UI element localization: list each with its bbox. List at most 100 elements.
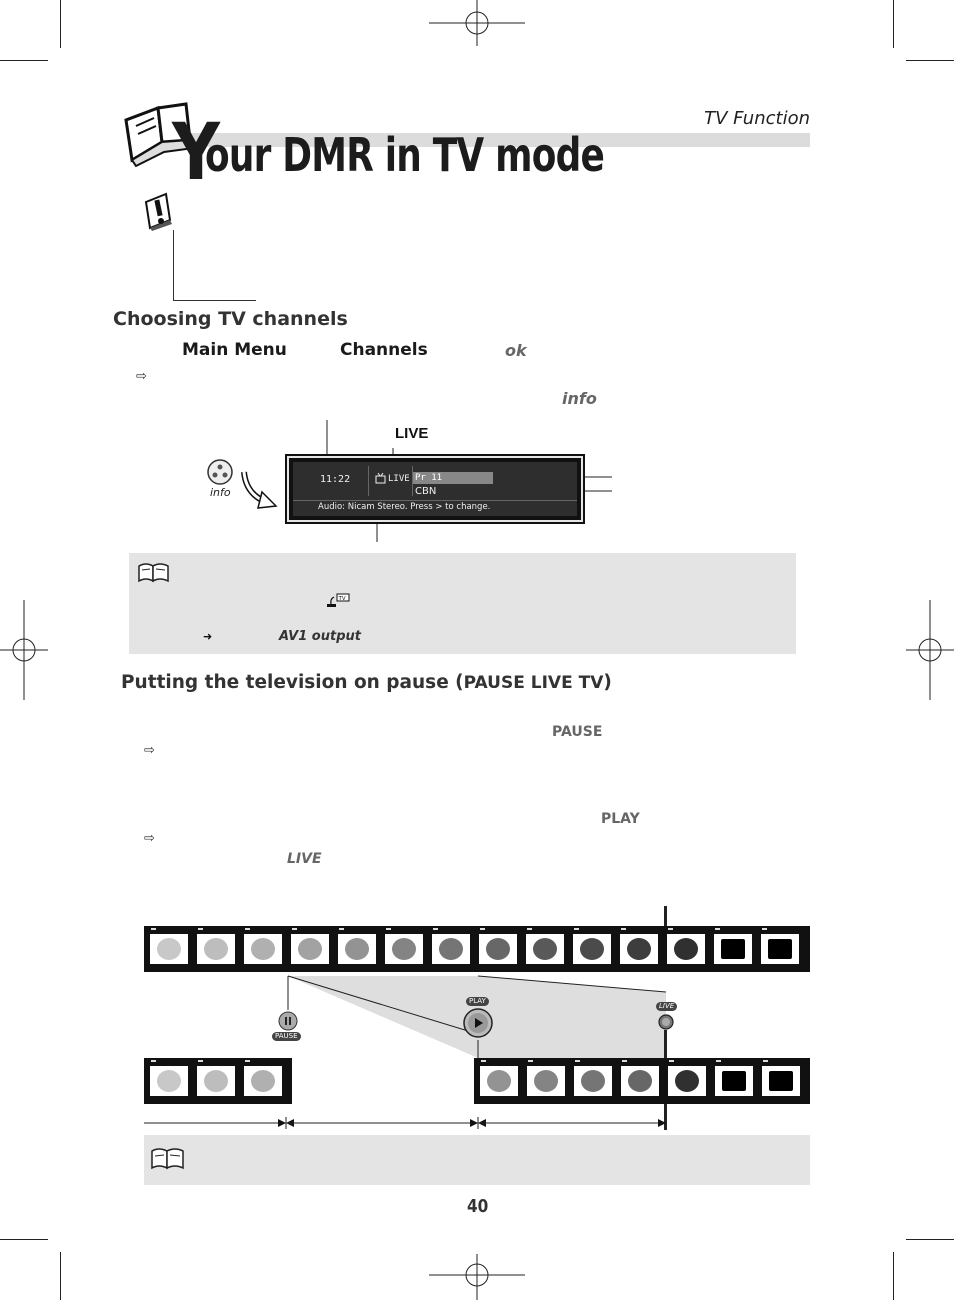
svg-text:TV: TV <box>338 596 346 602</box>
sprocket-mark <box>386 928 391 930</box>
film-frame <box>574 1066 612 1096</box>
film-frame <box>762 1066 800 1096</box>
crop-mark <box>906 1239 954 1240</box>
open-book-icon <box>138 563 169 583</box>
sprocket-mark <box>245 928 250 930</box>
osd-time: 11:22 <box>320 474 351 485</box>
film-frame <box>621 1066 659 1096</box>
frame-picture <box>204 938 228 960</box>
note-box-timeline <box>144 1135 810 1185</box>
film-frame <box>432 934 470 964</box>
result-arrow-icon: ⇨ <box>144 743 155 758</box>
frame-picture <box>298 938 322 960</box>
open-book-icon <box>124 102 196 168</box>
menu-main-label: Main Menu <box>182 340 287 360</box>
tv-source-icon: TV <box>327 593 350 607</box>
registration-mark-top <box>429 0 525 46</box>
film-frame <box>338 934 376 964</box>
frame-picture <box>533 938 557 960</box>
osd-divider <box>368 466 369 496</box>
film-frame <box>197 1066 235 1096</box>
film-frame <box>150 934 188 964</box>
curved-arrow-icon <box>241 471 278 509</box>
frame-picture <box>534 1070 558 1092</box>
section-heading-channels: Choosing TV channels <box>113 308 348 330</box>
filmstrip-live <box>144 926 810 972</box>
callout-live: LIVE <box>395 425 429 442</box>
header-bar <box>180 133 810 147</box>
note-box-av1: TV ➜ AV1 output <box>129 553 796 654</box>
crop-mark <box>893 0 894 48</box>
arrow-icon: ➜ <box>203 630 213 643</box>
osd-inner: 11:22 LIVE Pr 11 CBN Audio: Nicam Stereo… <box>293 462 577 516</box>
frame-picture <box>675 1070 699 1092</box>
sprocket-mark <box>575 1060 580 1062</box>
frame-picture <box>157 938 181 960</box>
crop-mark <box>893 1252 894 1300</box>
exclamation-note-icon <box>144 192 172 231</box>
play-button-label: PLAY <box>466 997 489 1006</box>
frame-picture <box>487 1070 511 1092</box>
registration-mark-right <box>906 600 954 700</box>
frame-picture <box>627 938 651 960</box>
crop-mark <box>0 1239 48 1240</box>
film-frame <box>715 1066 753 1096</box>
page-title-initial: Y <box>172 108 220 198</box>
frame-picture <box>345 938 369 960</box>
osd-live-label: LIVE <box>388 474 410 484</box>
frame-picture <box>204 1070 228 1092</box>
sprocket-mark <box>151 1060 156 1062</box>
osd-program-bar <box>413 472 493 484</box>
av1-output-label: AV1 output <box>279 629 361 644</box>
sprocket-mark <box>763 1060 768 1062</box>
crop-mark <box>0 60 48 61</box>
film-frame <box>714 934 752 964</box>
osd-channel-name: CBN <box>415 486 437 497</box>
frame-picture <box>674 938 698 960</box>
registration-mark-left <box>0 600 48 700</box>
sprocket-mark <box>621 928 626 930</box>
film-frame <box>526 934 564 964</box>
sprocket-mark <box>198 1060 203 1062</box>
sprocket-mark <box>339 928 344 930</box>
menu-channels-label: Channels <box>340 340 428 360</box>
info-button-label: info <box>210 486 231 499</box>
heading-pause-suffix: ) <box>603 672 612 693</box>
pause-button-label: PAUSE <box>272 1032 301 1041</box>
page-title: our DMR in TV mode <box>205 128 605 182</box>
note-bracket-horizontal <box>173 300 256 301</box>
frame-picture <box>721 939 745 959</box>
sprocket-mark <box>198 928 203 930</box>
info-remote-button-icon <box>207 459 233 485</box>
registration-mark-bottom <box>429 1254 525 1300</box>
film-frame <box>479 934 517 964</box>
heading-pause-caps: PAUSE LIVE TV <box>463 673 604 693</box>
info-key-label: info <box>562 389 597 408</box>
film-frame <box>244 934 282 964</box>
sprocket-mark <box>151 928 156 930</box>
frame-picture <box>581 1070 605 1092</box>
filmstrip-delayed <box>474 1058 810 1104</box>
frame-picture <box>439 938 463 960</box>
live-button-icon <box>658 1014 674 1030</box>
frame-picture <box>768 939 792 959</box>
film-frame <box>761 934 799 964</box>
sprocket-mark <box>528 1060 533 1062</box>
osd-audio-line: Audio: Nicam Stereo. Press > to change. <box>318 502 491 512</box>
result-arrow-icon: ⇨ <box>144 831 155 846</box>
live-button-label: LIVE <box>656 1002 678 1011</box>
sprocket-mark <box>669 1060 674 1062</box>
film-frame <box>667 934 705 964</box>
film-frame <box>150 1066 188 1096</box>
live-key-label: LIVE <box>287 851 322 867</box>
crop-mark <box>60 0 61 48</box>
sprocket-mark <box>292 928 297 930</box>
film-frame <box>291 934 329 964</box>
timeline-axis <box>144 1117 666 1129</box>
frame-picture <box>392 938 416 960</box>
heading-pause-prefix: Putting the television on pause ( <box>121 672 464 693</box>
frame-picture <box>769 1071 793 1091</box>
osd-program-number: Pr 11 <box>415 473 443 483</box>
section-label: TV Function <box>704 108 810 129</box>
frame-picture <box>157 1070 181 1092</box>
